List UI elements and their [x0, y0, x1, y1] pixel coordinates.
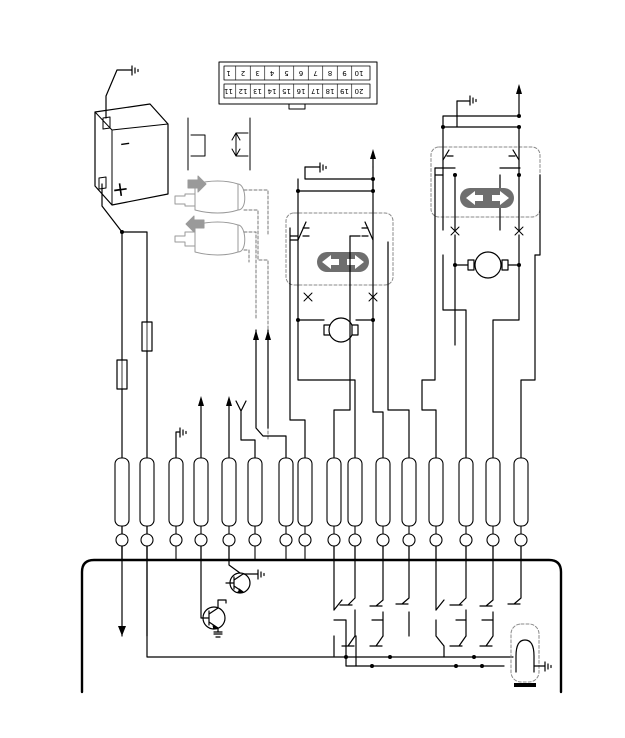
harness-tube: [402, 458, 416, 526]
ground-icon: [545, 662, 551, 671]
connector-pin-label: 7: [313, 69, 317, 77]
connector-pin-label: 10: [355, 69, 364, 77]
switch-contact-right-a: [435, 150, 455, 230]
connector-pin-label: 12: [239, 87, 248, 95]
harness-tube: [429, 458, 443, 526]
direction-arrows-icon: [460, 188, 514, 208]
terminal-pin: [170, 534, 182, 546]
battery-plus-sign: +: [110, 176, 130, 202]
lamp-icon: [511, 624, 539, 687]
harness-tube: [222, 458, 236, 526]
ground-icon: [305, 163, 326, 172]
connector-pin-label: 17: [311, 87, 320, 95]
terminal-pin: [430, 534, 442, 546]
terminal-pin: [195, 534, 207, 546]
arrow-down-icon: [118, 626, 126, 636]
fuse-icon: [117, 360, 127, 389]
antenna-icon: [236, 401, 255, 458]
switch-contact-left-a: [290, 222, 309, 286]
connector-pin-label: 6: [298, 69, 303, 77]
direction-arrows-icon: [317, 252, 369, 272]
battery: – +: [95, 104, 168, 205]
battery-minus-sign: –: [118, 130, 131, 155]
terminal-pin: [328, 534, 340, 546]
connector-pin-label: 2: [241, 69, 245, 77]
harness-terminals: [115, 458, 528, 560]
connector-pin-label: 14: [267, 87, 276, 95]
terminal-pin: [460, 534, 472, 546]
harness-tube: [169, 458, 183, 526]
ground-icon: [176, 428, 186, 458]
terminal-pin: [249, 534, 261, 546]
connector-pin-label: 19: [340, 87, 349, 95]
arrow-up-icon: [370, 149, 376, 167]
terminal-pin: [487, 534, 499, 546]
lock-actuator-upper: [175, 176, 245, 213]
ground-icon: [457, 96, 476, 105]
control-module: [82, 560, 561, 692]
terminal-pin: [403, 534, 415, 546]
harness-tube: [327, 458, 341, 526]
terminal-pin: [377, 534, 389, 546]
arrow-up-icon: [265, 330, 271, 340]
connector-pin-label: 9: [342, 69, 346, 77]
cross-icon: [304, 293, 312, 301]
ground-icon: [214, 632, 222, 637]
motor-icon: [324, 318, 358, 342]
connector-pin-label: 15: [282, 87, 291, 95]
harness-tube: [348, 458, 362, 526]
terminal-pin: [515, 534, 527, 546]
harness-tube: [376, 458, 390, 526]
terminal-pin: [299, 534, 311, 546]
terminal-pin: [223, 534, 235, 546]
arrow-up-icon: [253, 330, 259, 340]
connector-pin-label: 3: [255, 69, 259, 77]
harness-tube: [459, 458, 473, 526]
connector-pin-label: 1: [226, 69, 230, 77]
transistor-icon: [226, 573, 258, 593]
arrow-up-icon: [198, 396, 204, 406]
harness-tube: [298, 458, 312, 526]
terminal-pin: [349, 534, 361, 546]
connector-pin-label: 18: [326, 87, 335, 95]
harness-tube: [115, 458, 129, 526]
terminal-pin: [141, 534, 153, 546]
harness-tube: [248, 458, 262, 526]
harness-tube: [140, 458, 154, 526]
harness-tube: [279, 458, 293, 526]
harness-tube: [514, 458, 528, 526]
ground-icon: [258, 570, 264, 579]
lock-actuator-lower: [175, 216, 245, 255]
connector-top-row: 10 9 8 7 6 5 4 3 2 1: [226, 66, 363, 80]
connector-pin-label: 8: [328, 69, 332, 77]
connector-pin-label: 11: [224, 87, 233, 95]
terminal-pin: [116, 534, 128, 546]
ground-icon: [132, 66, 138, 75]
transistor-icon: [202, 600, 226, 632]
connector-pin-label: 5: [284, 69, 288, 77]
arrow-up-icon: [226, 396, 232, 406]
connector-pin-label: 13: [253, 87, 262, 95]
connector-pin-label: 4: [269, 69, 274, 77]
harness-tube: [486, 458, 500, 526]
connector-bottom-row: 20 19 18 17 16 15 14 13 12 11: [224, 84, 363, 98]
fuse-icon: [142, 322, 152, 351]
arrow-up-icon: [516, 84, 522, 94]
connector-pin-label: 16: [296, 87, 305, 95]
terminal-pin: [280, 534, 292, 546]
connector-pin-label: 20: [355, 87, 364, 95]
motor-icon: [468, 252, 508, 278]
door-contact-switch: [188, 118, 250, 170]
module-relay-left: [334, 546, 409, 656]
harness-tube: [194, 458, 208, 526]
window-switch-box-left: [286, 213, 393, 285]
